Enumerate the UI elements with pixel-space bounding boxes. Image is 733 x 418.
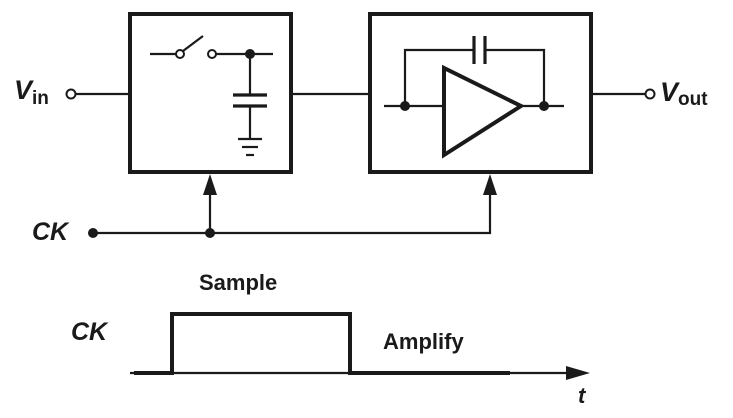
- vout-label: Vout: [660, 77, 708, 110]
- vout-label-main: V: [660, 77, 680, 107]
- sample-phase-label: Sample: [199, 270, 277, 295]
- clock-waveform: [134, 312, 510, 375]
- amplify-phase-label: Amplify: [383, 329, 464, 354]
- ground-icon: [238, 137, 262, 157]
- vout-terminal: [644, 88, 656, 100]
- vin-label-sub: in: [32, 88, 49, 109]
- vout-label-sub: out: [678, 89, 708, 110]
- ck-timing-label: CK: [71, 318, 109, 346]
- sampling-switch: [150, 35, 273, 59]
- feedback-capacitor: [403, 36, 546, 106]
- time-axis-arrow-icon: [566, 366, 590, 380]
- clock-arrow-amp-icon: [483, 174, 497, 195]
- time-axis-label: t: [578, 383, 587, 408]
- sample-hold-block: [128, 12, 293, 174]
- vin-terminal: [65, 88, 77, 100]
- vin-label: Vin: [14, 75, 49, 109]
- vin-label-main: V: [14, 75, 34, 105]
- amplifier-block: [368, 12, 593, 174]
- clock-wire: [93, 190, 492, 235]
- clock-junction: [205, 228, 215, 238]
- clock-arrow-sh-icon: [203, 174, 217, 195]
- ck-circuit-label: CK: [32, 218, 70, 246]
- opamp-triangle-icon: [442, 64, 526, 159]
- hold-capacitor: [233, 54, 267, 138]
